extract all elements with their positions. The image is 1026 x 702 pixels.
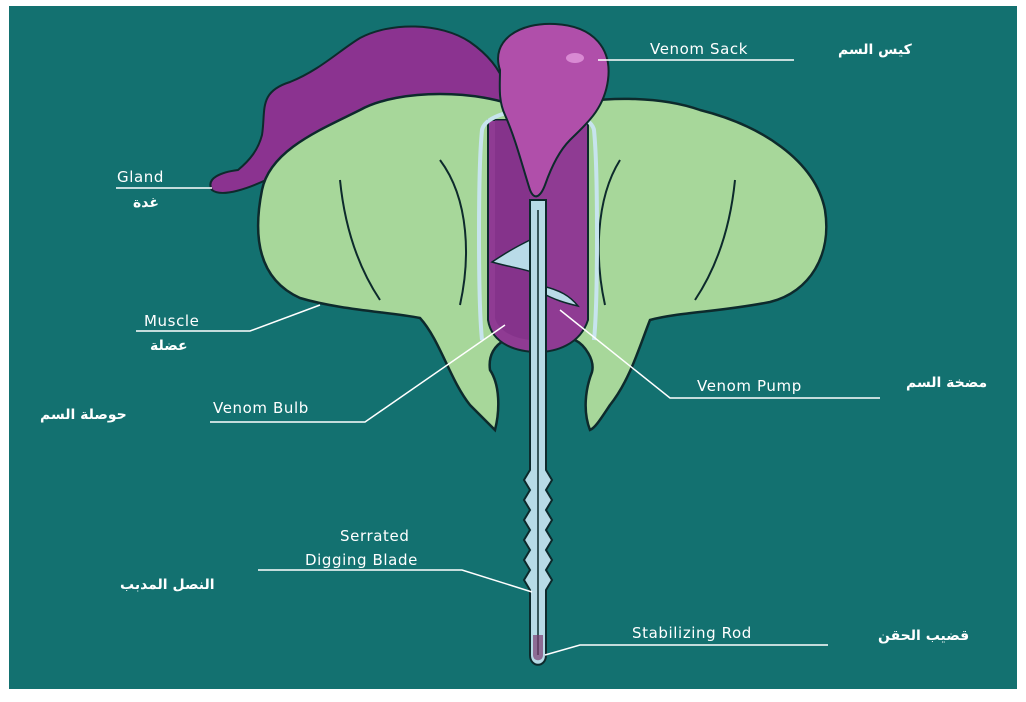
gland-label: Gland	[117, 170, 164, 185]
stabilizing-rod-label: Stabilizing Rod	[632, 626, 752, 641]
digging-blade-label-line1: Serrated	[340, 529, 409, 544]
venom-bulb-label: Venom Bulb	[213, 401, 309, 416]
muscle-label-ar: عضلة	[150, 339, 188, 353]
stabilizing-rod-label-ar: قضيب الحقن	[878, 629, 969, 643]
digging-blade-label-ar: النصل المدبب	[120, 578, 215, 592]
venom-sack-label-ar: كيس السم	[838, 43, 912, 57]
venom-sack-label: Venom Sack	[650, 42, 748, 57]
gland-label-ar: غدة	[133, 196, 159, 210]
digging-blade-leader	[258, 570, 532, 592]
venom-bulb-label-ar: حوصلة السم	[40, 408, 127, 422]
digging-blade-label-line2: Digging Blade	[305, 553, 418, 568]
venom-pump-label: Venom Pump	[697, 379, 802, 394]
muscle-label: Muscle	[144, 314, 200, 329]
stabilizing-rod-leader	[545, 645, 828, 655]
venom-pump-label-ar: مضخة السم	[906, 376, 987, 390]
